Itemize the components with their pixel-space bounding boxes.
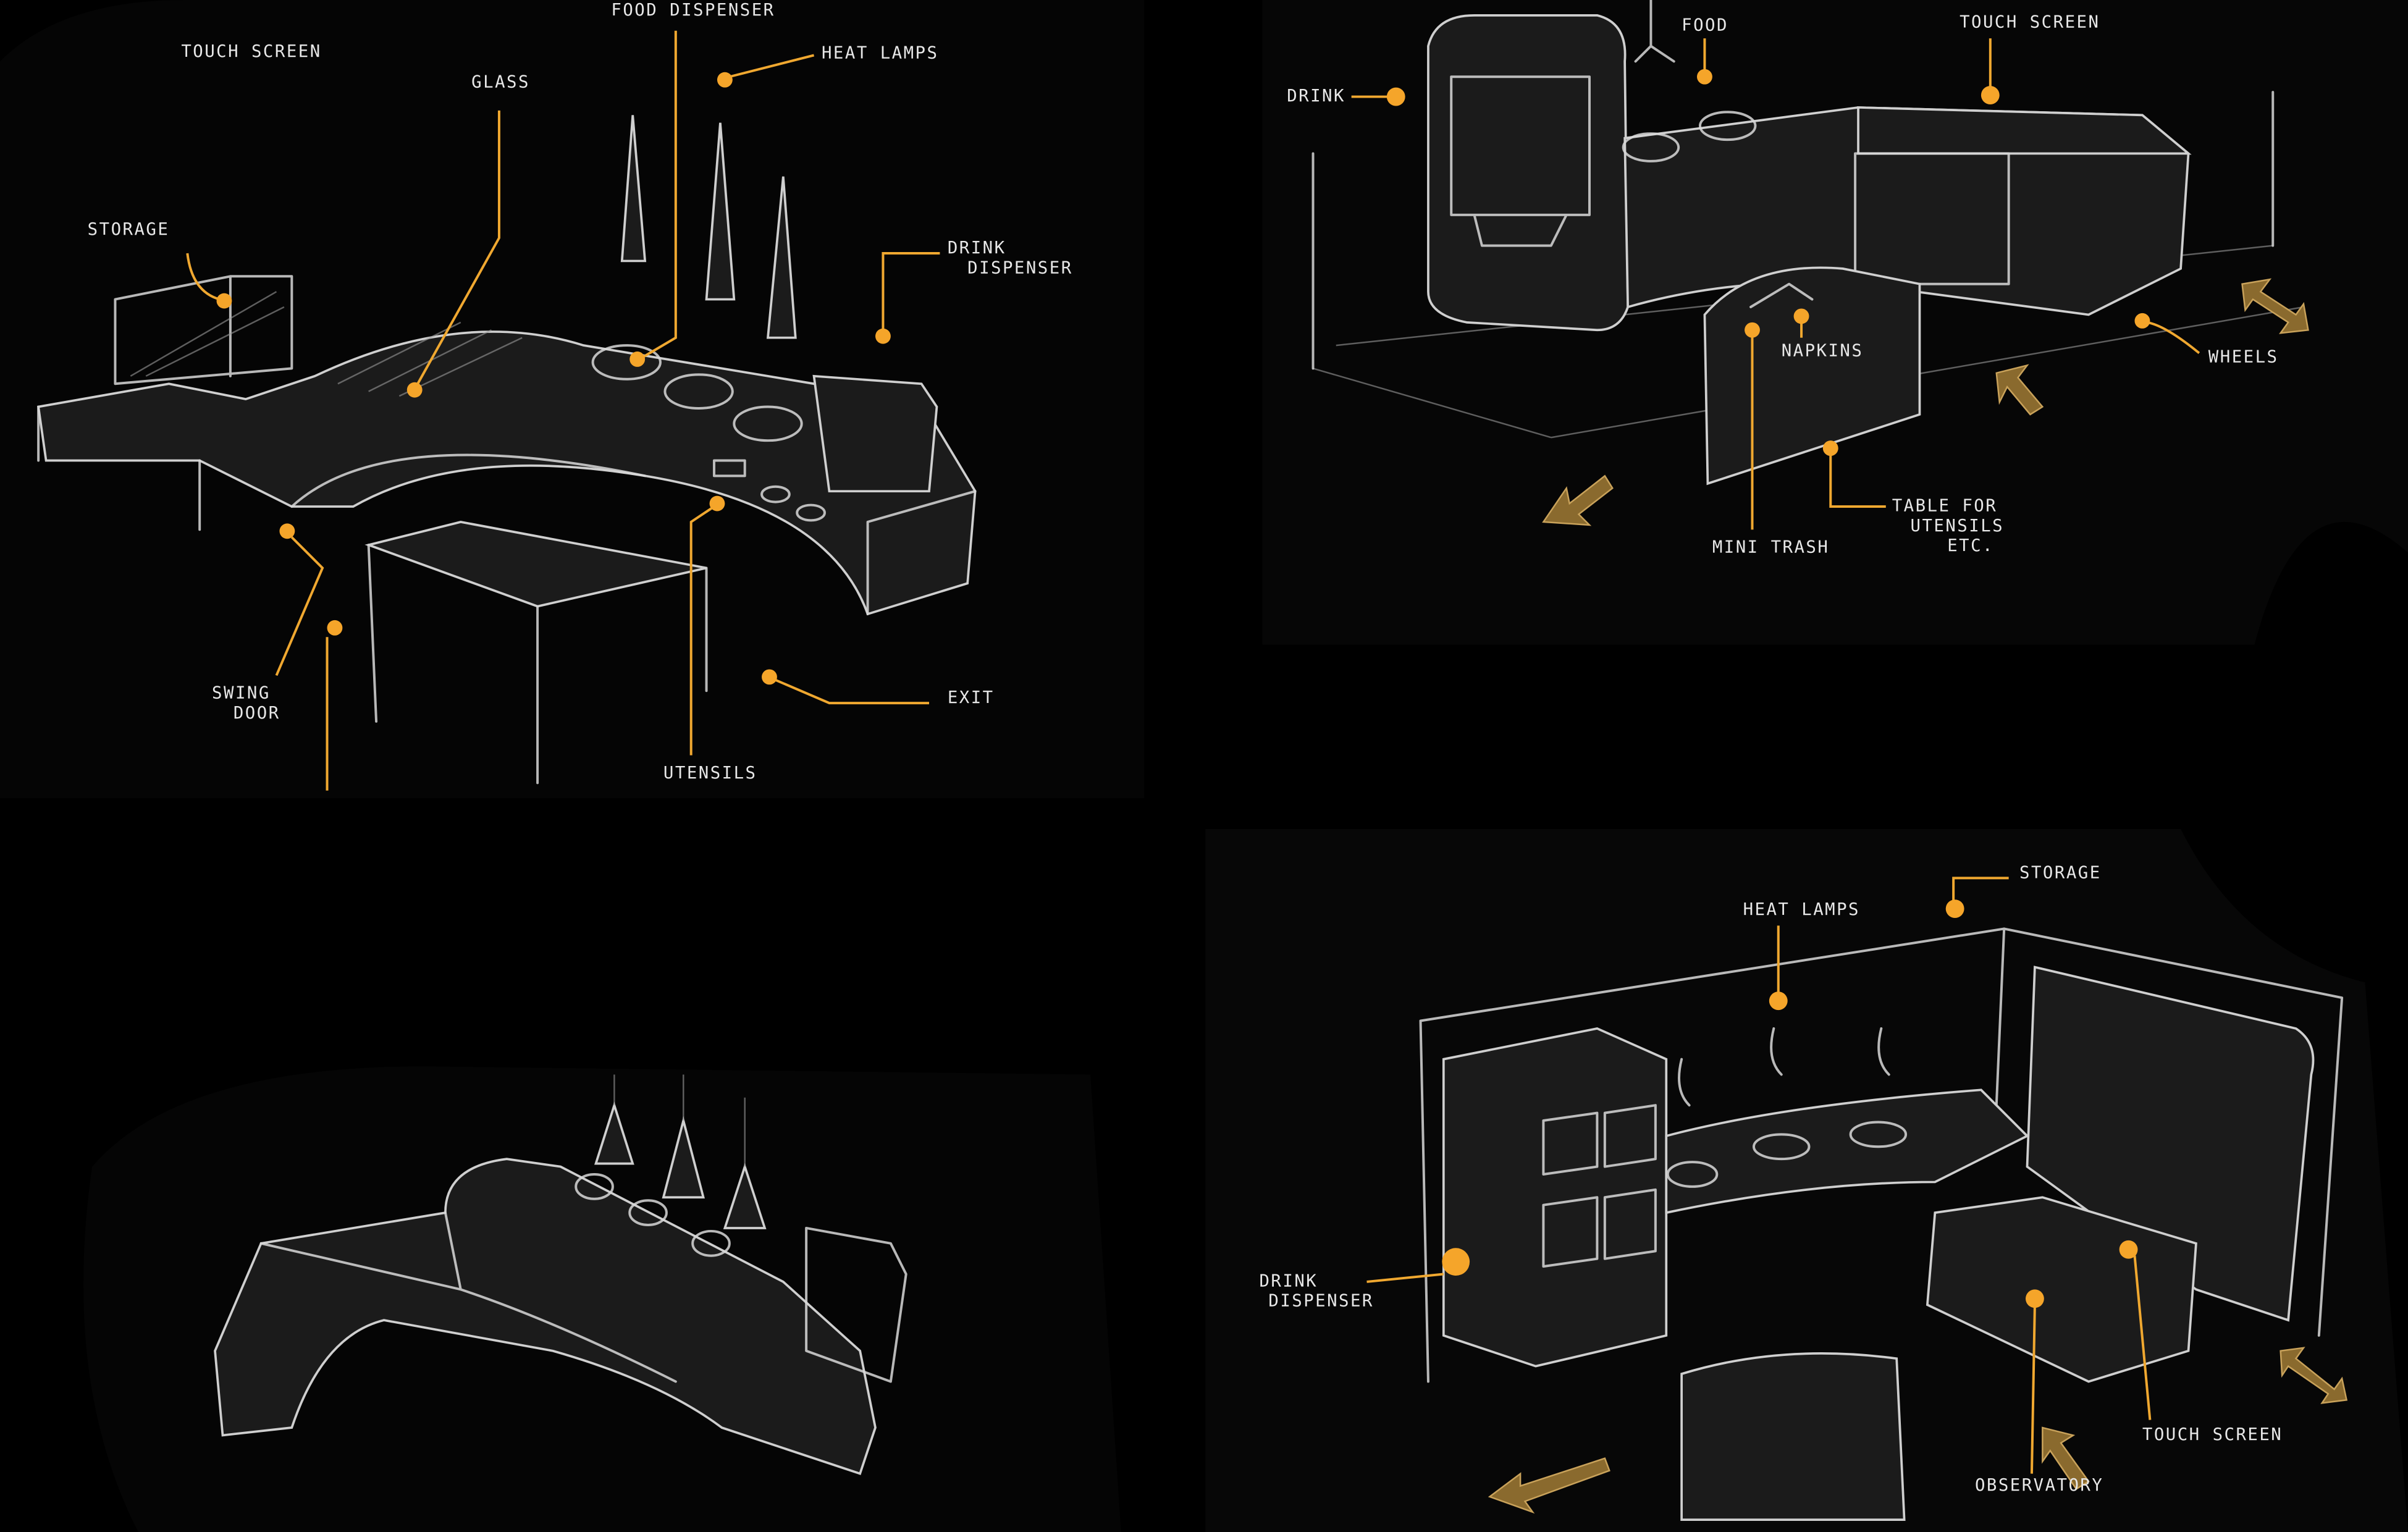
label-heat-lamps: HEAT LAMPS [822,43,938,62]
label-food-dispenser: FOOD DISPENSER [611,1,775,20]
label-table-3: ETC. [1947,536,1994,555]
label-food: FOOD [1682,16,1728,35]
label-drink-dispenser: DRINK [1259,1271,1318,1290]
label-exit: EXIT [948,688,995,707]
label-mini-trash: MINI TRASH [1712,538,1829,557]
label-touch-screen: TOUCH SCREEN [181,42,321,61]
label-observatory: OBSERVATORY [1975,1476,2103,1495]
label-swing-door: SWING [212,684,271,703]
label-storage: STORAGE [88,220,170,239]
label-table: TABLE FOR [1892,496,1997,515]
sketch-bottom-left [214,1074,907,1475]
arrow-icon [2280,1347,2348,1404]
sketch-top-right [1311,0,2309,526]
label-drink-dispenser-2: DISPENSER [1268,1292,1373,1311]
arrow-icon [1488,1457,1610,1514]
arrow-icon [2042,1426,2090,1491]
annotations-top-right: DRINK FOOD TOUCH SCREEN NAPKINS WHEELS M… [1287,13,2279,557]
label-heat-lamps: HEAT LAMPS [1743,900,1860,919]
label-swing-door-2: DOOR [234,704,280,723]
label-touch-screen: TOUCH SCREEN [2142,1425,2283,1444]
label-wheels: WHEELS [2208,347,2279,366]
sketch-top-left [37,115,977,785]
label-drink-dispenser-2: DISPENSER [967,258,1072,277]
label-drink: DRINK [1287,86,1345,106]
arrow-icon [1542,474,1614,526]
label-drink-dispenser: DRINK [948,238,1006,258]
annotations-top-left: TOUCH SCREEN FOOD DISPENSER GLASS HEAT L… [88,1,1072,791]
arrow-icon [1995,364,2044,416]
annotations-bottom-right: HEAT LAMPS STORAGE DRINK DISPENSER OBSER… [1259,863,2283,1495]
label-glass: GLASS [471,73,530,92]
label-table-2: UTENSILS [1911,516,2005,536]
sketch-bottom-right [1419,927,2348,1521]
arrow-icon [2241,278,2309,334]
label-napkins: NAPKINS [1782,342,1864,361]
label-touch-screen: TOUCH SCREEN [1960,13,2100,32]
label-storage: STORAGE [2019,863,2102,882]
label-utensils: UTENSILS [663,764,757,783]
